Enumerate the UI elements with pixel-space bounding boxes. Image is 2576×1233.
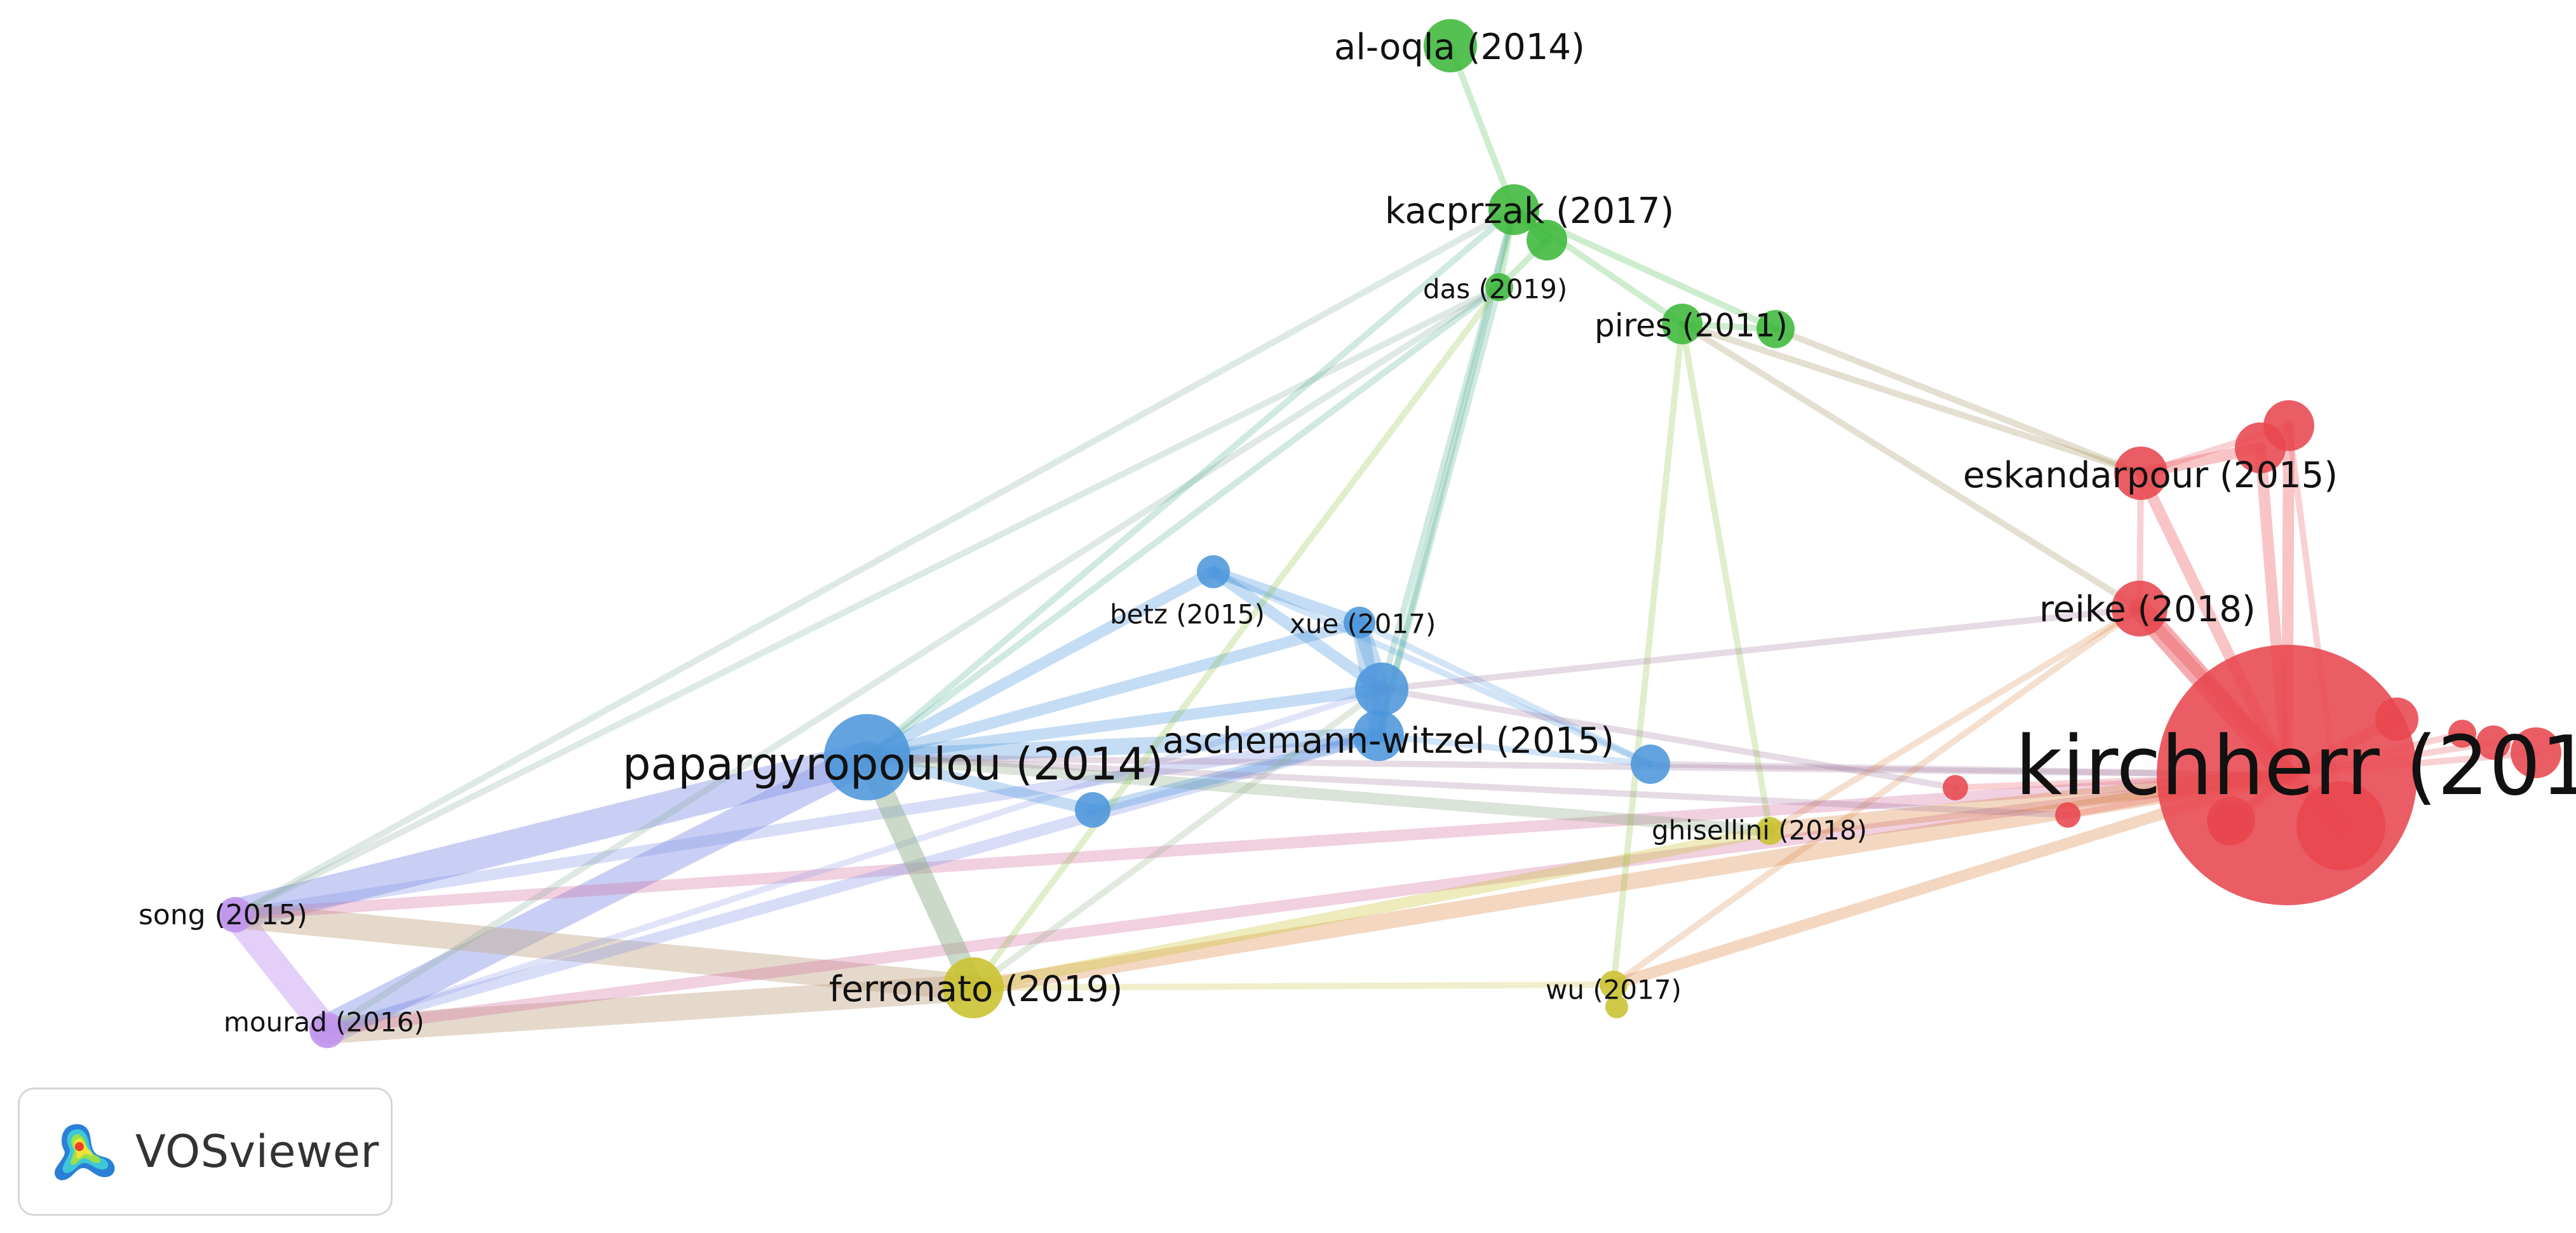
node-label-wu2017: wu (2017)	[1546, 974, 1682, 1006]
link-song2015-kirchherr2017	[229, 769, 2293, 920]
link-betz2015-xue2017	[1208, 566, 1365, 628]
link-mourad2016-das2019	[324, 284, 1502, 1034]
node-betz2015[interactable]	[1197, 555, 1230, 588]
node-papargyropoulou2014[interactable]	[824, 714, 910, 800]
node-label-ghisellini2018: ghisellini (2018)	[1652, 815, 1867, 846]
node-ferronato2019[interactable]	[943, 957, 1004, 1018]
node-label-xue2017: xue (2017)	[1290, 609, 1436, 640]
link-papargyropoulou2014-das2019	[864, 284, 1502, 760]
vosviewer-logo-icon	[54, 1124, 115, 1180]
link-aloqla2014-kacprzak2017	[1447, 43, 1517, 213]
node-red_f[interactable]	[2511, 727, 2561, 778]
node-blue_a[interactable]	[1355, 663, 1408, 716]
link-mourad2016-blue_a	[324, 686, 1385, 1034]
link-song2015-papargyropoulou2014	[219, 741, 883, 931]
node-label-das2019: das (2019)	[1423, 274, 1567, 305]
link-papargyropoulou2014-blue_a	[861, 684, 1387, 763]
link-song2015-mourad2016	[222, 901, 341, 1044]
node-green_b[interactable]	[1757, 310, 1795, 348]
node-reike2018[interactable]	[2112, 581, 2168, 637]
link-blue_b-aschemannwitzel2015	[1375, 732, 1654, 767]
link-mourad2016-ferronato2019	[314, 974, 987, 1044]
node-red_d[interactable]	[2448, 720, 2476, 748]
link-pires2011-reike2018	[1679, 321, 2143, 612]
node-eskandarpour2015[interactable]	[2114, 447, 2168, 500]
link-song2015-das2019	[232, 284, 1502, 918]
node-aloqla2014[interactable]	[1424, 19, 1477, 72]
link-aschemannwitzel2015-das2019	[1375, 284, 1502, 739]
node-label-pires2011: pires (2011)	[1595, 307, 1788, 344]
node-wu2017[interactable]	[1600, 971, 1628, 999]
vosviewer-badge: VOSviewer	[18, 1088, 393, 1216]
node-red_h[interactable]	[2296, 781, 2385, 870]
link-wu2017-reike2018	[1610, 605, 2143, 988]
link-pires2011-eskandarpour2015	[1679, 321, 2144, 476]
link-papargyropoulou2014-kirchherr2017	[864, 754, 2290, 778]
link-red_k-papargyropoulou2014	[864, 754, 2071, 818]
node-kacprzak2017[interactable]	[1488, 184, 1539, 235]
node-label-kirchherr2017: kirchherr (2017)	[2015, 719, 2576, 814]
node-blue_c[interactable]	[1075, 792, 1110, 828]
node-label-song2015: song (2015)	[138, 899, 307, 931]
network-links	[219, 43, 2539, 1046]
link-papargyropoulou2014-xue2017	[861, 617, 1365, 763]
node-song2015[interactable]	[217, 897, 253, 933]
link-papargyropoulou2014-kacprzak2017	[864, 206, 1517, 760]
network-labels: kirchherr (2017) eskandarpour (2015) reike…	[138, 27, 2576, 1037]
link-mourad2016-papargyropoulou2014	[311, 741, 883, 1046]
link-song2015-kacprzak2017	[232, 206, 1517, 918]
link-song2015-aschemannwitzel2015	[229, 730, 1384, 920]
node-yellow_a[interactable]	[1605, 995, 1628, 1018]
link-green_b-eskandarpour2015	[1772, 326, 2144, 476]
link-ferronato2019-das2019	[970, 284, 1502, 991]
node-label-aloqla2014: al-oqla (2014)	[1334, 27, 1585, 68]
node-label-mourad2016: mourad (2016)	[224, 1007, 424, 1038]
node-red_c[interactable]	[2375, 697, 2418, 741]
node-red_b[interactable]	[2263, 400, 2314, 451]
node-red_k[interactable]	[2055, 802, 2080, 828]
node-label-kacprzak2017: kacprzak (2017)	[1385, 191, 1674, 232]
network-nodes	[217, 19, 2561, 1048]
link-papargyropoulou2014-aschemannwitzel2015	[859, 727, 1387, 765]
link-betz2015-blue_b	[1210, 569, 1654, 767]
link-ghisellini2018-pires2011	[1679, 321, 1773, 834]
node-red_j[interactable]	[1943, 775, 1968, 800]
link-blue_a-betz2015	[1208, 566, 1387, 695]
link-song2015-ferronato2019	[222, 901, 987, 1001]
link-red_j-blue_a	[1379, 686, 1959, 791]
node-xue2017[interactable]	[1344, 607, 1375, 638]
link-wu2017-pires2011	[1610, 321, 1685, 988]
link-ferronato2019-wu2017	[970, 981, 1617, 991]
node-label-betz2015: betz (2015)	[1110, 599, 1265, 630]
node-das2019[interactable]	[1485, 273, 1513, 301]
link-papargyropoulou2014-ghisellini2018	[861, 751, 1776, 837]
link-ferronato2019-ghisellini2018	[968, 825, 1776, 994]
node-label-ferronato2019: ferronato (2019)	[829, 969, 1123, 1010]
link-mourad2016-kirchherr2017	[321, 769, 2293, 1036]
node-ghisellini2018[interactable]	[1756, 817, 1784, 845]
link-reike2018-blue_a	[1379, 605, 2143, 692]
link-ferronato2019-blue_a	[970, 686, 1385, 991]
node-blue_b[interactable]	[1631, 745, 1670, 784]
node-red_e[interactable]	[2476, 725, 2511, 760]
link-ghisellini2018-reike2018	[1767, 605, 2143, 834]
node-pires2011[interactable]	[1662, 304, 1703, 344]
vosviewer-badge-label: VOSviewer	[135, 1126, 379, 1178]
node-label-papargyropoulou2014: papargyropoulou (2014)	[623, 738, 1163, 790]
link-papargyropoulou2014-betz2015	[861, 566, 1219, 763]
link-mourad2016-aschemannwitzel2015	[321, 730, 1384, 1036]
node-aschemannwitzel2015[interactable]	[1353, 710, 1404, 761]
node-mourad2016[interactable]	[309, 1013, 345, 1048]
node-green_a[interactable]	[1527, 220, 1567, 260]
node-label-aschemannwitzel2015: aschemann-witzel (2015)	[1163, 720, 1614, 762]
node-red_i[interactable]	[2208, 802, 2251, 846]
node-label-eskandarpour2015: eskandarpour (2015)	[1963, 455, 2338, 496]
link-xue2017-blue_b	[1356, 619, 1654, 767]
node-label-reike2018: reike (2018)	[2039, 589, 2256, 630]
link-aschemannwitzel2015-blue_c	[1087, 730, 1384, 816]
